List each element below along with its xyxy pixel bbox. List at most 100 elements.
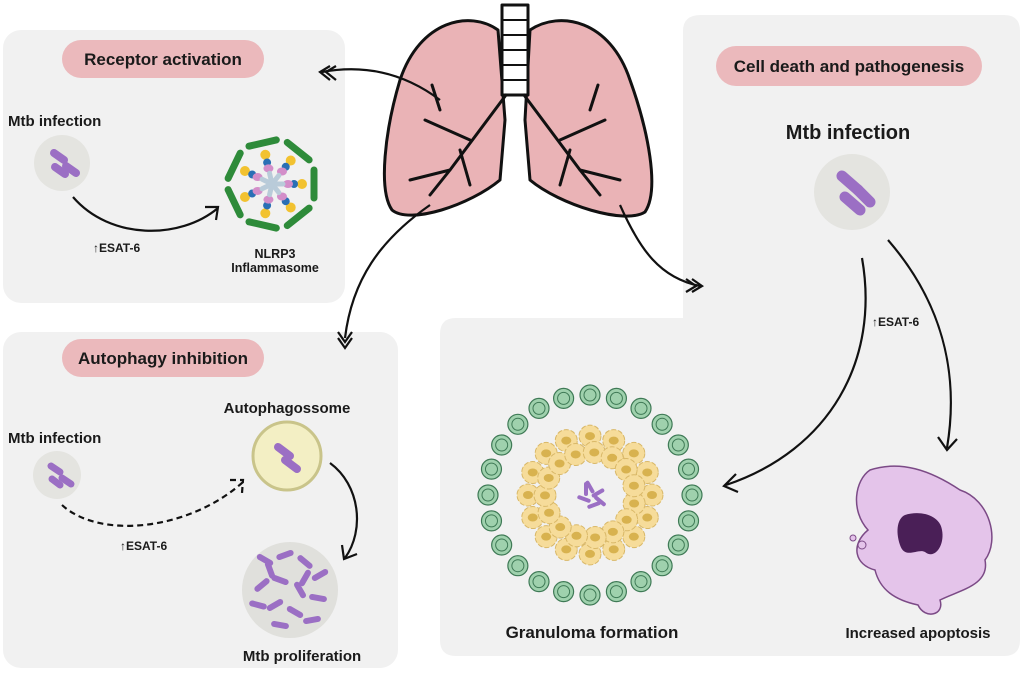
macrophage-nucleus (523, 491, 533, 499)
adaptor-subunit (285, 155, 296, 166)
nlrp3-subunit (283, 138, 313, 164)
lymphocyte (480, 510, 503, 532)
lymphocyte (630, 397, 652, 419)
mtb-bacterium (585, 480, 595, 494)
macrophage-nucleus (540, 491, 551, 500)
arrow-to-granuloma (722, 257, 867, 494)
macrophage-nucleus (621, 515, 632, 524)
lymphocyte (677, 458, 700, 480)
macrophage-nucleus (541, 449, 552, 458)
mtb-proliferation-icon (242, 542, 338, 638)
lymphocyte-nucleus (557, 585, 571, 599)
mtb-bacterium (577, 495, 591, 503)
esat6-label: ↑ESAT-6 (93, 241, 140, 255)
lymphocyte (651, 555, 673, 577)
receptor-activation-panel (3, 30, 345, 303)
arrow-to-proliferation (329, 462, 359, 561)
granuloma-label: Granuloma formation (506, 623, 679, 642)
asc-subunit (263, 164, 274, 173)
lymphocyte (528, 397, 550, 419)
mtb-bacterium (587, 501, 601, 509)
arrow-to-apoptosis (887, 239, 958, 452)
nlrp3-subunit (224, 149, 244, 182)
lymphocyte (630, 571, 652, 593)
lymphocyte (477, 484, 499, 506)
lymphocyte-nucleus (634, 401, 648, 415)
lymphocyte (579, 384, 601, 406)
mtb-bacterium (311, 569, 329, 581)
macrophage-nucleus (607, 453, 618, 462)
title-text: Receptor activation (84, 50, 242, 69)
mtb-bacterium (594, 495, 606, 507)
mtb-bacterium (591, 488, 605, 498)
mtb-bacterium (266, 599, 284, 611)
lymphocyte-nucleus (609, 585, 623, 599)
granuloma-icon (477, 384, 703, 606)
lymphocyte-nucleus (532, 575, 546, 589)
dashed-arrow-to-autophagosome (61, 478, 245, 527)
lymphocyte-nucleus (511, 559, 525, 573)
adaptor-subunit (239, 192, 250, 203)
adaptor-subunit (239, 165, 250, 176)
mtb-bacteria-icon (814, 154, 890, 230)
lymphocyte-nucleus (682, 514, 696, 528)
lymphocyte (528, 571, 550, 593)
lymphocyte-nucleus (532, 401, 546, 415)
lymphocyte-nucleus (583, 388, 597, 402)
mtb-bacterium (299, 569, 311, 587)
cell-death-title: Cell death and pathogenesis (716, 46, 982, 86)
lymphocyte (491, 434, 513, 456)
arrowhead-icon (685, 278, 705, 293)
macrophage-nucleus (642, 468, 653, 477)
nlrp3-subunit (245, 136, 280, 150)
title-text: Cell death and pathogenesis (734, 57, 965, 76)
lymphocyte-nucleus (495, 438, 509, 452)
macrophage-nucleus (607, 527, 618, 536)
arrow-to-receptor (321, 68, 441, 101)
adaptor-subunit (285, 202, 296, 213)
mtb-bacterium (249, 600, 267, 610)
esat6-label: ↑ESAT-6 (120, 539, 167, 553)
lymphocyte-nucleus (682, 462, 696, 476)
macrophage-nucleus (647, 491, 657, 499)
mtb-infection-label: Mtb infection (8, 430, 101, 447)
asc-subunit (263, 195, 274, 204)
lymphocyte (553, 387, 575, 410)
lymphocyte-nucleus (609, 391, 623, 405)
lymphocyte (507, 413, 529, 435)
arrow-infection-to-inflammasome (72, 196, 220, 232)
autophagosome-label: Autophagossome (224, 400, 351, 417)
macrophage-nucleus (554, 459, 565, 468)
lymphocyte (579, 584, 601, 606)
lymphocyte-nucleus (511, 417, 525, 431)
mtb-bacterium (264, 561, 276, 579)
macrophage-nucleus (585, 549, 595, 558)
mtb-proliferation-label: Mtb proliferation (243, 648, 361, 665)
lymphocyte (605, 580, 627, 603)
lymphocyte (677, 510, 700, 532)
lymphocyte-nucleus (685, 488, 699, 502)
lymphocyte-nucleus (557, 391, 571, 405)
lymphocyte (667, 534, 689, 556)
lymphocyte-nucleus (634, 575, 648, 589)
arrow-to-autophagy (343, 204, 431, 339)
mtb-bacterium (271, 620, 289, 630)
mtb-infection-label: Mtb infection (8, 113, 101, 130)
apoptotic-cell-icon (849, 465, 993, 615)
macrophage-nucleus (642, 513, 653, 522)
macrophage-nucleus (570, 450, 581, 459)
macrophage-nucleus (621, 465, 632, 474)
arrowhead-icon (337, 331, 353, 350)
receptor-activation-title: Receptor activation (62, 40, 264, 78)
apoptosis-label: Increased apoptosis (845, 625, 990, 642)
autophagy-inhibition-title: Autophagy inhibition (62, 339, 264, 377)
lymphocyte-nucleus (655, 417, 669, 431)
macrophage-nucleus (590, 533, 601, 542)
mtb-bacterium (309, 593, 327, 603)
mtb-bacteria-icon (34, 135, 90, 191)
lymphocyte (605, 387, 627, 410)
macrophage-nucleus (589, 448, 600, 457)
nlrp3-subunit (283, 204, 313, 230)
esat6-label: ↑ESAT-6 (872, 315, 919, 329)
